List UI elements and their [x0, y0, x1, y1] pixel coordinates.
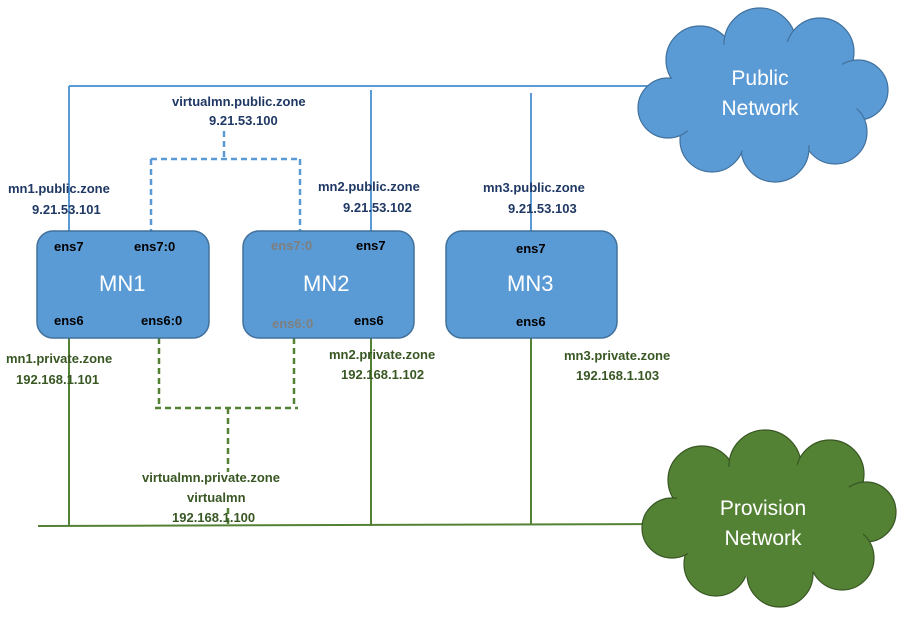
virtual-private-links: [155, 338, 298, 526]
mn1-box: [36, 230, 210, 339]
mn2-public-ip: 9.21.53.102: [343, 200, 412, 215]
mn3-private-ip: 192.168.1.103: [576, 368, 660, 383]
mn3-public-ip: 9.21.53.103: [508, 201, 577, 216]
public-network-cloud: [637, 7, 889, 183]
mn1-port-ens6: ens6: [54, 313, 84, 328]
mn1-port-ens6-0: ens6:0: [141, 313, 183, 328]
mn1-title: MN1: [99, 271, 146, 296]
provision-network-cloud: [641, 429, 897, 608]
mn1-port-ens7-0: ens7:0: [134, 239, 176, 254]
mn3-private-zone: mn3.private.zone: [564, 348, 671, 363]
mn2-title: MN2: [303, 271, 350, 296]
mn2-port-ens7: ens7: [356, 238, 386, 253]
virtual-private-ip: 192.168.1.100: [172, 510, 256, 525]
mn3-port-ens6: ens6: [516, 314, 546, 329]
node-boxes: [36, 230, 618, 339]
virtual-private-name: virtualmn: [187, 490, 246, 505]
provision-network-label: Provision Network: [700, 494, 826, 554]
mn1-private-zone: mn1.private.zone: [6, 351, 113, 366]
public-network-line2: Network: [721, 97, 799, 120]
mn1-port-ens7: ens7: [54, 239, 84, 254]
mn2-private-zone: mn2.private.zone: [329, 347, 436, 362]
mn1-private-ip: 192.168.1.101: [16, 372, 100, 387]
mn3-public-zone: mn3.public.zone: [483, 180, 585, 195]
mn1-public-ip: 9.21.53.101: [32, 202, 101, 217]
virtual-public-ip: 9.21.53.100: [209, 113, 278, 128]
mn3-port-ens7: ens7: [516, 241, 546, 256]
provision-network-line1: Provision: [719, 497, 807, 520]
mn2-port-ens7-0: ens7:0: [271, 238, 313, 253]
public-network-label: Public Network: [700, 64, 820, 124]
virtual-public-links: [149, 131, 302, 231]
virtual-public-zone: virtualmn.public.zone: [172, 94, 306, 109]
mn2-port-ens6: ens6: [354, 313, 384, 328]
mn3-title: MN3: [507, 271, 554, 296]
virtual-private-zone: virtualmn.private.zone: [142, 470, 280, 485]
provision-bus-line: [37, 523, 661, 527]
provision-network-lines: [37, 338, 661, 527]
public-network-line1: Public: [731, 67, 789, 90]
mn3-box: [445, 230, 618, 339]
public-network-lines: [68, 85, 650, 231]
provision-network-line2: Network: [724, 527, 802, 550]
mn2-box: [242, 230, 415, 339]
mn1-public-zone: mn1.public.zone: [8, 181, 110, 196]
mn2-port-ens6-0: ens6:0: [272, 316, 314, 331]
mn2-public-zone: mn2.public.zone: [318, 179, 420, 194]
mn2-private-ip: 192.168.1.102: [341, 367, 425, 382]
